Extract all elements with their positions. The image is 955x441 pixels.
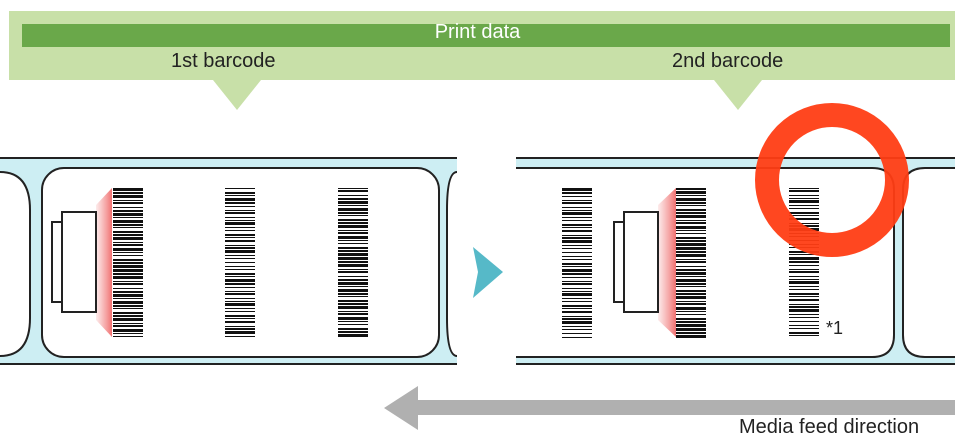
header-bar bbox=[22, 24, 950, 47]
barcode-icon bbox=[113, 188, 143, 337]
barcode-icon bbox=[676, 188, 706, 338]
barcode-label-2nd: 2nd barcode bbox=[672, 50, 784, 72]
pointer-2nd bbox=[714, 80, 762, 110]
barcode-icon bbox=[225, 188, 255, 337]
highlight-circle-icon bbox=[755, 103, 909, 257]
scanner-icon bbox=[51, 211, 97, 313]
annotation-note: *1 bbox=[826, 318, 843, 338]
barcode-label-1st: 1st barcode bbox=[171, 50, 276, 72]
arrow-left-icon bbox=[384, 386, 955, 430]
arrow-right-icon bbox=[473, 247, 503, 298]
pointer-1st bbox=[213, 80, 261, 110]
scanner-icon bbox=[613, 211, 659, 313]
print-data-title: Print data bbox=[434, 21, 521, 43]
barcode-icon bbox=[562, 188, 592, 338]
scan-beam-right bbox=[658, 188, 676, 337]
barcode-icon bbox=[338, 188, 368, 337]
scan-beam-left bbox=[96, 188, 112, 337]
feed-direction-label: Media feed direction bbox=[739, 416, 920, 438]
